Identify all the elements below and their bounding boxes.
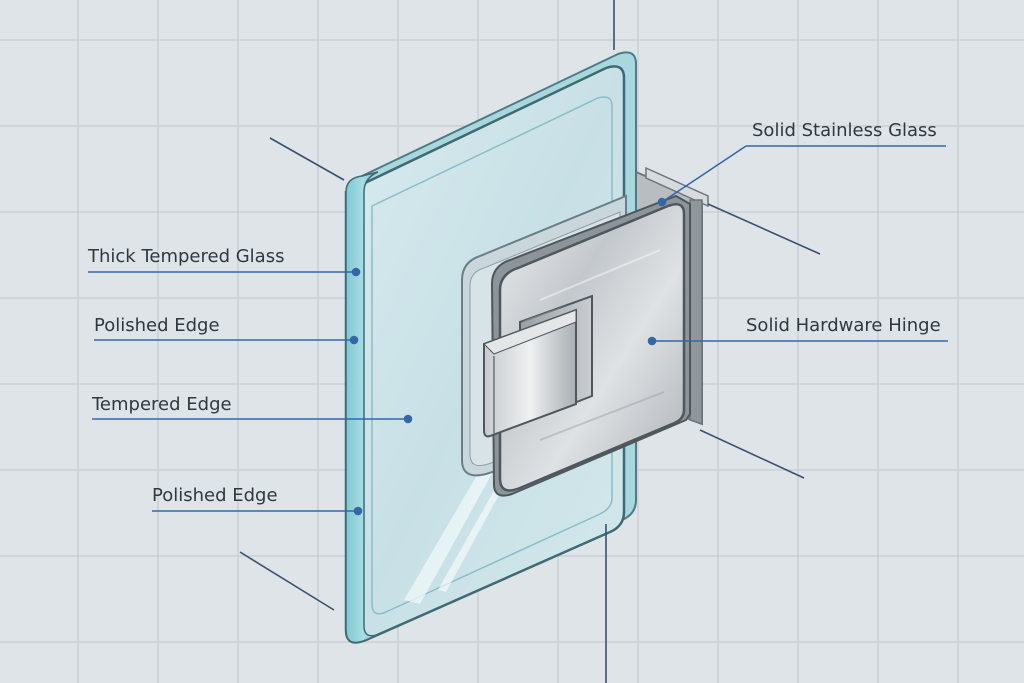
label-thick-tempered-glass: Thick Tempered Glass: [88, 246, 285, 267]
guide-lines: [239, 0, 821, 683]
label-polished-edge-lower: Polished Edge: [152, 485, 278, 506]
label-solid-stainless-glass: Solid Stainless Glass: [752, 120, 937, 141]
label-tempered-edge: Tempered Edge: [92, 394, 232, 415]
label-polished-edge-upper: Polished Edge: [94, 315, 220, 336]
hinge-front-plate: [483, 194, 691, 497]
leader-lines: [88, 145, 948, 516]
label-solid-hardware-hinge: Solid Hardware Hinge: [746, 315, 941, 336]
